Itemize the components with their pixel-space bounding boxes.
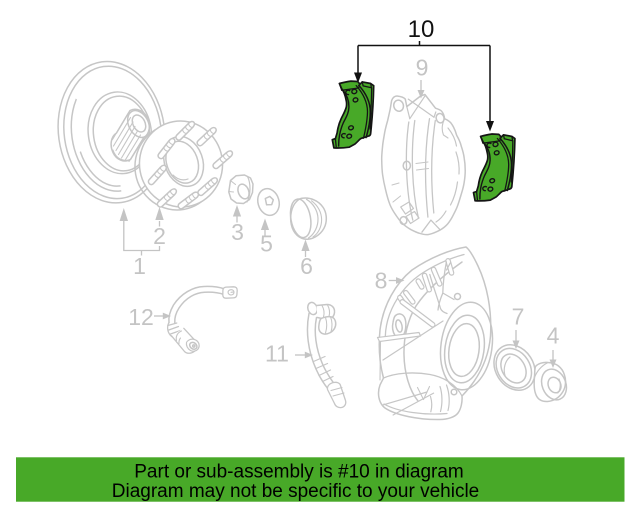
- svg-text:12: 12: [128, 304, 154, 330]
- svg-text:Part or sub-assembly is #10 in: Part or sub-assembly is #10 in diagram: [134, 462, 463, 483]
- svg-text:3: 3: [231, 219, 244, 245]
- svg-text:Diagram may not be specific to: Diagram may not be specific to your vehi…: [112, 481, 480, 502]
- svg-text:2: 2: [153, 223, 166, 249]
- svg-text:9: 9: [416, 55, 429, 81]
- svg-text:6: 6: [300, 253, 313, 279]
- svg-text:8: 8: [375, 268, 388, 294]
- svg-text:10: 10: [408, 16, 435, 43]
- svg-text:5: 5: [260, 231, 273, 257]
- svg-text:4: 4: [547, 323, 560, 349]
- svg-text:11: 11: [265, 341, 289, 367]
- svg-text:7: 7: [512, 304, 525, 330]
- svg-text:1: 1: [133, 253, 146, 279]
